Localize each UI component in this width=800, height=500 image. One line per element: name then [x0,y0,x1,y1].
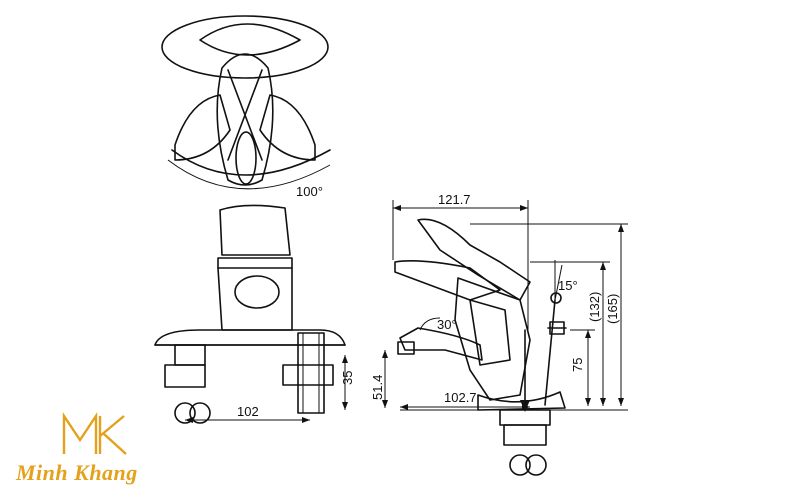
angle-30-label: 30° [437,317,457,332]
angle-100-label: 100° [296,184,323,199]
height-35-label: 35 [340,371,355,385]
side-view: 121.7 30° 15° 51.4 [370,192,628,476]
height-132-label: (132) [587,292,602,322]
length-121-7-label: 121.7 [438,192,471,207]
angle-15-label: 15° [558,278,578,293]
height-75-label: 75 [570,358,585,372]
height-51-4-label: 51.4 [370,375,385,400]
width-102-label: 102 [237,404,259,419]
front-view: 102 35 [154,204,355,424]
reach-102-7-label: 102.7 [444,390,477,405]
height-165-label: (165) [605,294,620,324]
brand-logo-mark [60,410,130,463]
top-view: 100° [161,15,331,199]
brand-name: Minh Khang [16,460,138,485]
